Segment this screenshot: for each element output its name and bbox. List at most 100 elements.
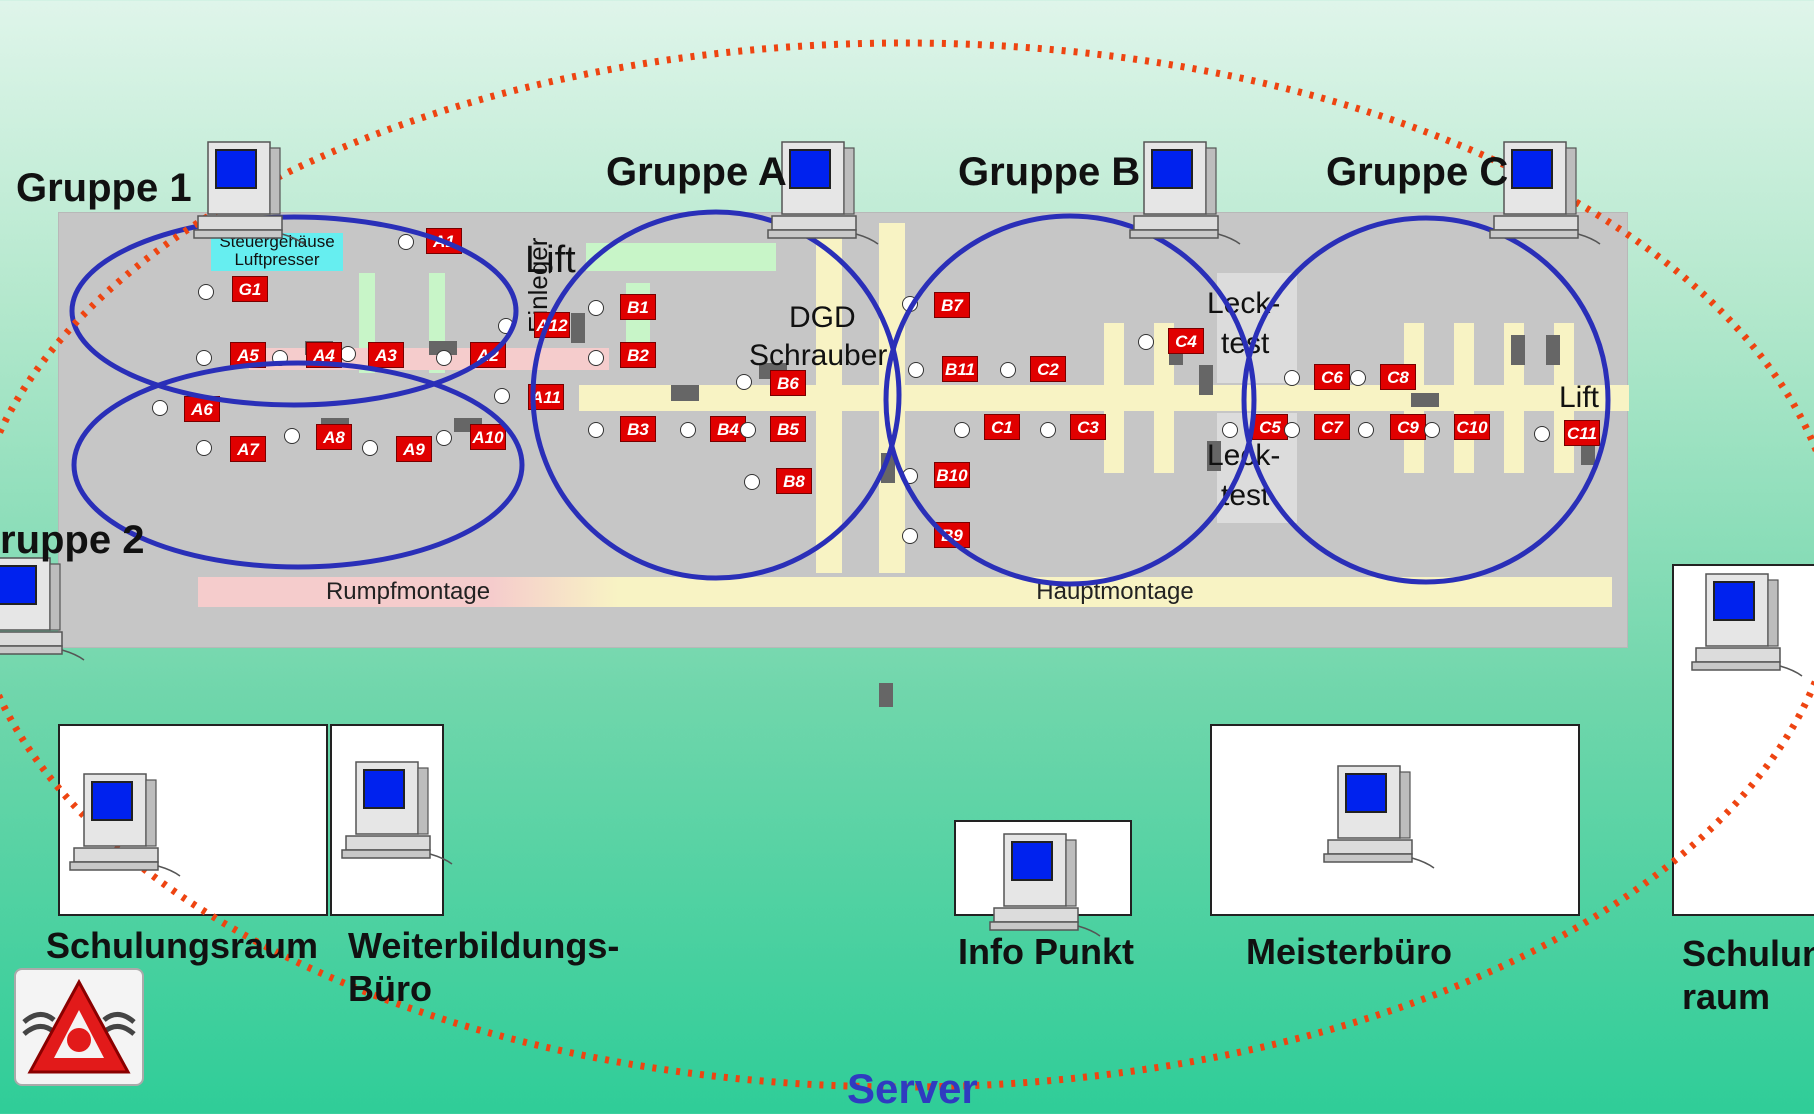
station-tag-c4: C4	[1168, 328, 1204, 354]
computer-info-punkt-icon	[989, 833, 1101, 937]
station-point-a1	[398, 234, 414, 250]
station-tag-c6: C6	[1314, 364, 1350, 390]
weiterbildung-line1: Weiterbildungs-	[348, 925, 620, 966]
gruppe-a-title: Gruppe A	[606, 150, 787, 194]
station-point-a5	[196, 350, 212, 366]
station-point-a2	[436, 350, 452, 366]
station-point-b4	[680, 422, 696, 438]
weiterbildung-line2: Büro	[348, 968, 432, 1010]
station-tag-b2: B2	[620, 342, 656, 368]
station-point-b9	[902, 528, 918, 544]
machine	[879, 683, 893, 707]
schulungsraum-right-line1: Schulun	[1682, 933, 1814, 974]
rumpfmontage-band: Rumpfmontage	[198, 577, 618, 607]
station-tag-c11: C11	[1564, 420, 1600, 446]
station-tag-g1: G1	[232, 276, 268, 302]
station-tag-b8: B8	[776, 468, 812, 494]
station-point-b3	[588, 422, 604, 438]
station-point-b1	[588, 300, 604, 316]
station-point-c4	[1138, 334, 1154, 350]
compressor-housing-label: Steuergehäuse Luftpresser	[211, 233, 343, 271]
station-point-a6	[152, 400, 168, 416]
machine	[1207, 441, 1221, 471]
rumpfmontage-label: Rumpfmontage	[325, 578, 491, 605]
station-point-b5	[740, 422, 756, 438]
meisterbuero-label: Meisterbüro	[1246, 931, 1453, 972]
station-point-c11	[1534, 426, 1550, 442]
station-tag-a9: A9	[396, 436, 432, 462]
station-point-c6	[1284, 370, 1300, 386]
station-point-c7	[1284, 422, 1300, 438]
station-point-g1	[198, 284, 214, 300]
weiterbildung-label: Weiterbildungs- Büro	[348, 924, 619, 1010]
machine	[1546, 335, 1560, 365]
schulungsraum-right-label: Schulun raum	[1682, 932, 1814, 1018]
station-point-a7	[196, 440, 212, 456]
station-tag-b11: B11	[942, 356, 978, 382]
station-tag-b10: B10	[934, 462, 970, 488]
station-tag-b5: B5	[770, 416, 806, 442]
station-point-b8	[744, 474, 760, 490]
computer-gruppe-2-icon	[0, 557, 85, 661]
label-line: Luftpresser	[234, 250, 320, 269]
dgd-schrauber-label: Schrauber	[749, 339, 888, 372]
hauptmontage-band: Hauptmontage	[618, 577, 1612, 607]
gruppe-c-ring	[1241, 215, 1611, 585]
schulungsraum-label: Schulungsraum	[46, 925, 319, 966]
station-point-a8	[284, 428, 300, 444]
station-point-c8	[1350, 370, 1366, 386]
station-tag-b9: B9	[934, 522, 970, 548]
network-ellipse	[0, 39, 1814, 1091]
station-point-c1	[954, 422, 970, 438]
green-zone	[586, 243, 776, 271]
station-point-a10	[436, 430, 452, 446]
gruppe-b-ring	[883, 213, 1257, 587]
station-tag-a3: A3	[368, 342, 404, 368]
computer-schulungsraum-right-icon	[1691, 573, 1803, 677]
station-tag-c3: C3	[1070, 414, 1106, 440]
station-point-a11	[494, 388, 510, 404]
computer-weiterbildung-icon	[341, 761, 453, 865]
station-tag-b6: B6	[770, 370, 806, 396]
station-point-c10	[1424, 422, 1440, 438]
station-point-c3	[1040, 422, 1056, 438]
station-tag-a8: A8	[316, 424, 352, 450]
gruppe-b-title: Gruppe B	[958, 150, 1141, 194]
union-logo	[14, 968, 144, 1086]
station-tag-a10: A10	[470, 424, 506, 450]
station-point-b11	[908, 362, 924, 378]
machine	[1199, 365, 1213, 395]
station-tag-c10: C10	[1454, 414, 1490, 440]
lift-right-label: Lift	[1559, 381, 1600, 414]
schulungsraum-right-line2: raum	[1682, 976, 1771, 1018]
station-tag-a7: A7	[230, 436, 266, 462]
station-tag-c1: C1	[984, 414, 1020, 440]
gruppe-1-ring	[69, 214, 519, 408]
computer-gruppe-1-icon	[193, 141, 305, 245]
station-tag-c7: C7	[1314, 414, 1350, 440]
computer-meisterbuero-icon	[1323, 765, 1435, 869]
gruppe-a-ring	[530, 209, 902, 581]
station-tag-b7: B7	[934, 292, 970, 318]
machine	[571, 313, 585, 343]
computer-schulungsraum-icon	[69, 773, 181, 877]
machine	[1411, 393, 1439, 407]
station-tag-c9: C9	[1390, 414, 1426, 440]
machine	[671, 385, 699, 401]
computer-gruppe-b-icon	[1129, 141, 1241, 245]
station-point-c2	[1000, 362, 1016, 378]
gruppe-2-ring	[71, 360, 525, 570]
station-point-c9	[1358, 422, 1374, 438]
vertical-conveyor	[816, 223, 842, 573]
server-label: Server	[847, 1065, 978, 1112]
dgd-label: DGD	[789, 301, 856, 334]
logo-graphic	[22, 978, 136, 1074]
station-tag-c2: C2	[1030, 356, 1066, 382]
station-tag-b3: B3	[620, 416, 656, 442]
station-point-b2	[588, 350, 604, 366]
machine	[429, 341, 457, 355]
gruppe-1-title: Gruppe 1	[16, 166, 192, 210]
lift-left-label: Lift	[525, 239, 576, 281]
info-punkt-label: Info Punkt	[958, 931, 1134, 972]
